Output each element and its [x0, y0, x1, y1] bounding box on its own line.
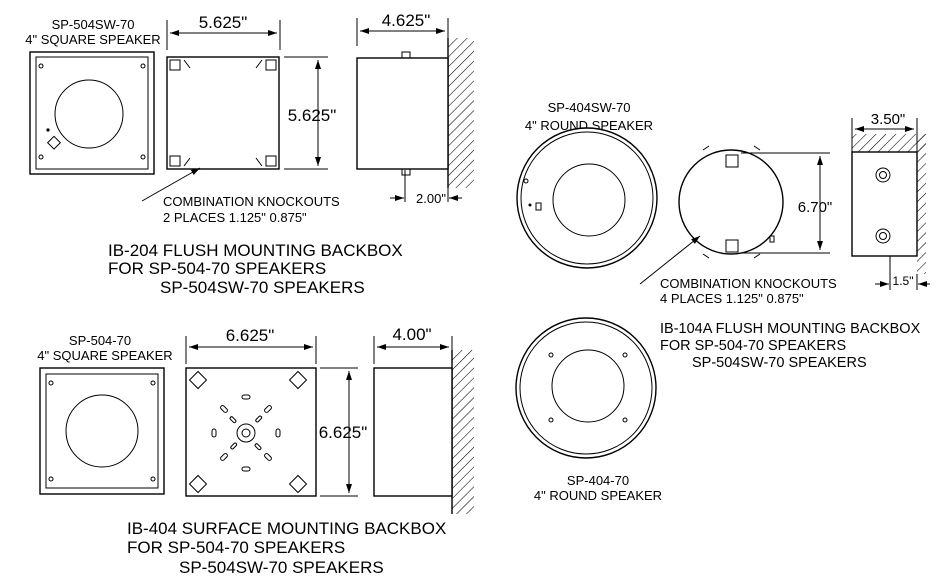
ib404-front-view: 6.625" 6.625"	[185, 326, 368, 497]
ib104a-title-line1: IB-104A FLUSH MOUNTING BACKBOX	[660, 321, 921, 337]
ib204-side-view: 4.625" 2.00"	[356, 11, 474, 206]
ib404-title-line1: IB-404 SURFACE MOUNTING BACKBOX	[127, 519, 446, 538]
ib204-front-view: 5.625" 5.625"	[166, 13, 337, 170]
ib404-title-block: IB-404 SURFACE MOUNTING BACKBOX FOR SP-5…	[127, 519, 446, 577]
sp404-speaker-drawing	[515, 317, 657, 459]
ib204-title-line1: IB-204 FLUSH MOUNTING BACKBOX	[108, 241, 403, 260]
ib404-title-line3: SP-504SW-70 SPEAKERS	[179, 558, 384, 577]
ib204-depth-dim: 4.625"	[382, 11, 431, 30]
sp504-speaker-drawing	[39, 367, 165, 495]
ib104a-knockouts-line2: 4 PLACES 1.125" 0.875"	[660, 291, 804, 306]
sp504sw-speaker-group: SP-504SW-70 4" SQUARE SPEAKER	[25, 17, 161, 175]
sp504-desc-label: 4" SQUARE SPEAKER	[37, 348, 172, 363]
sp504-model-label: SP-504-70	[69, 333, 131, 348]
ib404-title-line2: FOR SP-504-70 SPEAKERS	[127, 538, 345, 557]
ib404-width-dim: 6.625"	[226, 326, 275, 345]
ib204-knockouts-line2: 2 PLACES 1.125" 0.875"	[163, 210, 307, 225]
sp504-speaker-group: SP-504-70 4" SQUARE SPEAKER	[37, 333, 173, 495]
ib104a-side-view: 3.50" 1.5"	[851, 111, 930, 290]
ib104a-title-line2: FOR SP-504-70 SPEAKERS	[660, 338, 846, 354]
sp404sw-model-label: SP-404SW-70	[548, 100, 631, 115]
ib204-knockout-note: COMBINATION KNOCKOUTS 2 PLACES 1.125" 0.…	[141, 167, 340, 225]
ib104a-knockouts-line1: COMBINATION KNOCKOUTS	[660, 276, 837, 291]
ib404-depth-dim: 4.00"	[392, 325, 431, 344]
ib404-height-dim: 6.625"	[319, 423, 368, 442]
ib104a-knockout-note: COMBINATION KNOCKOUTS 4 PLACES 1.125" 0.…	[639, 235, 837, 306]
sp404-desc-label: 4" ROUND SPEAKER	[534, 488, 662, 503]
ib104a-title-block: IB-104A FLUSH MOUNTING BACKBOX FOR SP-50…	[660, 321, 921, 371]
ib204-title-line3: SP-504SW-70 SPEAKERS	[160, 278, 365, 297]
sp404sw-speaker-group: SP-404SW-70 4" ROUND SPEAKER	[516, 100, 658, 269]
ib204-title-block: IB-204 FLUSH MOUNTING BACKBOX FOR SP-504…	[108, 241, 403, 297]
ib204-title-line2: FOR SP-504-70 SPEAKERS	[108, 259, 326, 278]
sp404sw-desc-label: 4" ROUND SPEAKER	[525, 118, 653, 133]
ib104a-diameter-dim: 6.70"	[798, 199, 833, 216]
ib104a-title-line3: SP-504SW-70 SPEAKERS	[692, 355, 867, 371]
ib204-flange-dim: 2.00"	[416, 191, 446, 206]
sp504sw-speaker-drawing	[29, 51, 155, 175]
ib204-knockouts-line1: COMBINATION KNOCKOUTS	[163, 194, 340, 209]
ib204-height-dim: 5.625"	[288, 106, 337, 125]
sp404sw-speaker-drawing	[516, 127, 658, 269]
ib104a-front-view: 6.70"	[678, 145, 833, 259]
ib104a-depth-dim: 3.50"	[871, 111, 906, 128]
sp404-model-label: SP-404-70	[567, 473, 629, 488]
ib204-width-dim: 5.625"	[199, 13, 248, 32]
ib404-side-view: 4.00"	[373, 325, 474, 514]
sp504sw-desc-label: 4" SQUARE SPEAKER	[25, 32, 160, 47]
ib104a-flange-dim: 1.5"	[893, 274, 914, 288]
sp404-speaker-group: SP-404-70 4" ROUND SPEAKER	[515, 317, 662, 503]
sp504sw-model-label: SP-504SW-70	[52, 17, 135, 32]
